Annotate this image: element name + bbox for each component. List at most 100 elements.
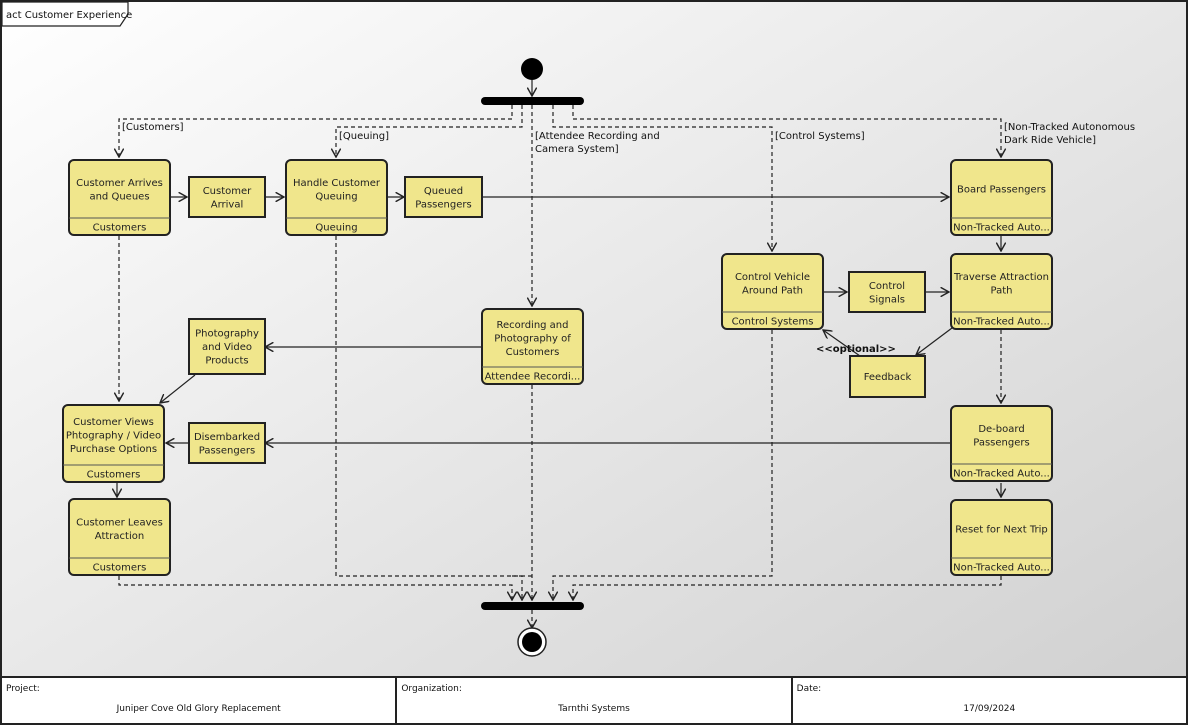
- flow-queuing-to-join: [512, 575, 522, 600]
- date-value: 17/09/2024: [963, 704, 1016, 714]
- project-cell: Project: Juniper Cove Old Glory Replacem…: [2, 678, 398, 723]
- action-label: Photography of: [494, 334, 571, 345]
- frame-title-tab: [1, 1, 129, 27]
- date-cell: Date: 17/09/2024: [793, 678, 1186, 723]
- action-label: Around Path: [742, 285, 803, 296]
- stereotype-optional: <<optional>>: [816, 344, 896, 355]
- action-box: [950, 405, 1053, 482]
- action-label: Board Passengers: [957, 185, 1046, 196]
- action-partition: Non-Tracked Auto...: [953, 469, 1050, 480]
- action-box: [68, 498, 171, 576]
- flow-fork-to-customer-arrives: [119, 105, 513, 157]
- action-label: Customer Leaves: [76, 517, 163, 528]
- object-label: Control: [869, 281, 905, 292]
- action-label: De-board: [978, 424, 1024, 435]
- join-bar: [481, 602, 584, 610]
- action-label: Reset for Next Trip: [955, 525, 1047, 536]
- object-label: Feedback: [864, 372, 912, 383]
- action-partition: Non-Tracked Auto...: [953, 317, 1050, 328]
- action-partition: Customers: [93, 223, 147, 234]
- action-box: [950, 253, 1053, 330]
- object-box: [188, 176, 266, 218]
- object-label: Products: [205, 356, 248, 367]
- action-label: Recording and: [496, 320, 568, 331]
- action-label: Phtography / Video: [66, 431, 161, 442]
- flow-leaves-to-join: [118, 576, 512, 600]
- action-partition: Attendee Recordi...: [485, 372, 581, 383]
- action-label: Handle Customer: [293, 178, 381, 189]
- flow-fork-to-handle-queuing: [336, 105, 523, 157]
- title-block: Project: Juniper Cove Old Glory Replacem…: [2, 676, 1186, 723]
- action-box: [721, 253, 824, 330]
- object-label: Arrival: [211, 199, 244, 210]
- action-partition: Customers: [87, 470, 141, 481]
- object-box: [188, 422, 266, 464]
- object-node[interactable]: Feedback: [849, 355, 926, 398]
- guard-vehicle-line1: [Non-Tracked Autonomous: [1004, 122, 1135, 133]
- flow-traverse-to-feedback: [916, 327, 953, 355]
- object-label: Disembarked: [194, 432, 260, 443]
- action-label: Traverse Attraction: [953, 272, 1049, 283]
- flow-control-to-join: [553, 330, 773, 600]
- final-node-core: [522, 632, 542, 652]
- project-label: Project:: [6, 684, 40, 694]
- action-label: Purchase Options: [70, 444, 157, 455]
- action-box: [68, 159, 171, 236]
- action-label: Customer Arrives: [76, 178, 163, 189]
- guard-vehicle-line2: Dark Ride Vehicle]: [1004, 135, 1096, 146]
- object-box: [188, 318, 266, 375]
- action-label: and Queues: [89, 191, 149, 202]
- action-box: [950, 159, 1053, 236]
- organization-cell: Organization: Tarnthi Systems: [397, 678, 793, 723]
- flow-queuing-to-join-a: [335, 236, 532, 577]
- guard-queuing: [Queuing]: [339, 131, 389, 142]
- object-label: Queued: [424, 186, 463, 197]
- action-partition: Non-Tracked Auto...: [953, 563, 1050, 574]
- action-label: Customers: [506, 347, 560, 358]
- organization-value: Tarnthi Systems: [558, 704, 630, 714]
- date-label: Date:: [796, 684, 822, 694]
- flow-feedback-to-control: [823, 330, 861, 357]
- action-partition: Control Systems: [732, 317, 814, 328]
- fork-bar: [481, 97, 584, 105]
- action-box: [285, 159, 388, 236]
- frame-title: act Customer Experience: [6, 10, 132, 21]
- flow-reset-to-join: [573, 576, 1002, 600]
- action-partition: Customers: [93, 563, 147, 574]
- action-box: [62, 404, 165, 483]
- guard-attendee-line2: Camera System]: [535, 144, 619, 155]
- action-label: Customer Views: [73, 417, 154, 428]
- action-label: Queuing: [315, 191, 357, 202]
- action-label: Control Vehicle: [735, 272, 810, 283]
- guard-customers: [Customers]: [122, 122, 184, 133]
- guard-attendee-line1: [Attendee Recording and: [535, 131, 660, 142]
- action-label: Path: [991, 285, 1013, 296]
- action-box: [950, 499, 1053, 576]
- object-label: Passengers: [415, 199, 471, 210]
- action-partition: Queuing: [315, 223, 357, 234]
- object-box: [404, 176, 483, 218]
- object-label: Signals: [869, 294, 905, 305]
- object-label: Customer: [203, 186, 252, 197]
- action-partition: Non-Tracked Auto...: [953, 223, 1050, 234]
- project-value: Juniper Cove Old Glory Replacement: [116, 704, 281, 714]
